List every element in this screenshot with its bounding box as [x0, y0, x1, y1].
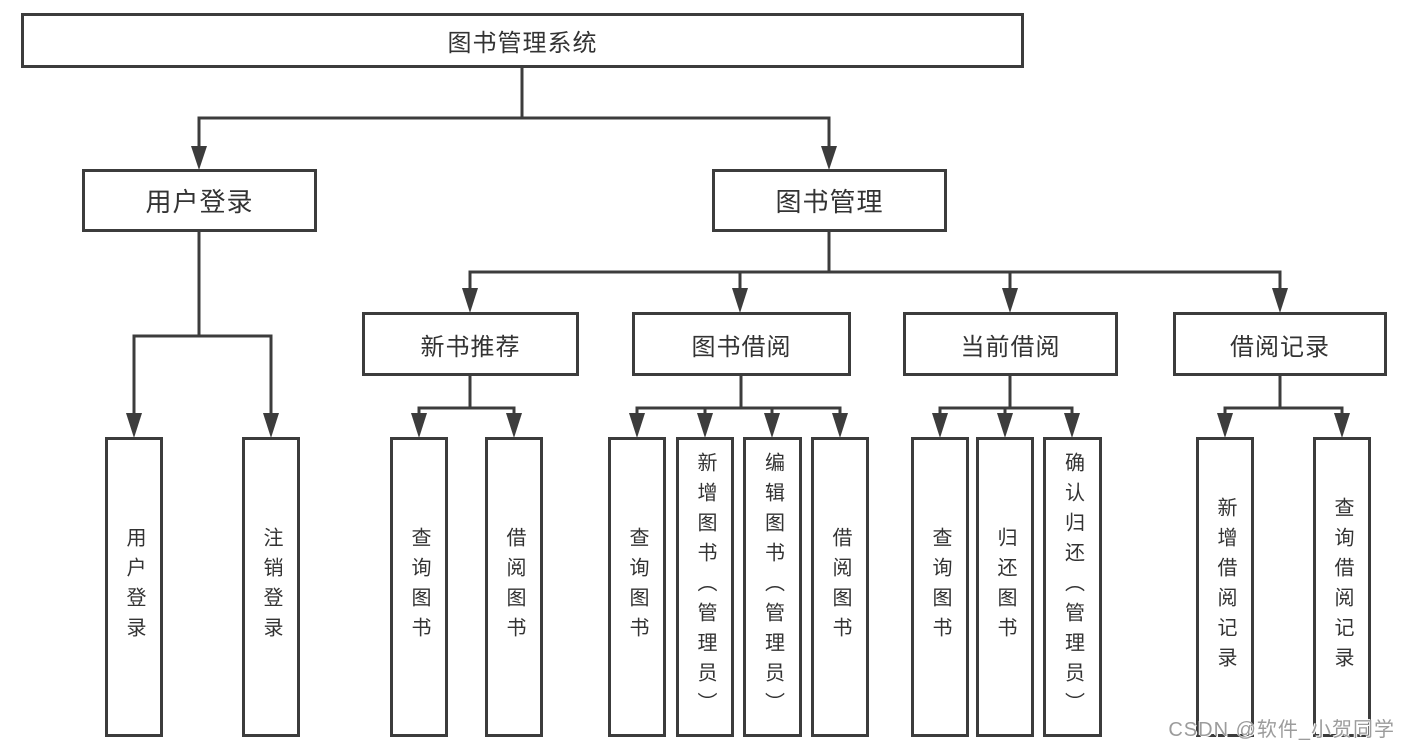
leaf-borrow-books-recommendation: 借阅图书 [485, 437, 543, 737]
arrowhead [506, 413, 522, 438]
arrowhead [629, 413, 645, 438]
node-label: 借阅图书 [829, 527, 851, 647]
node-label: 用户登录 [123, 527, 145, 647]
node-label: 借阅记录 [1230, 333, 1330, 361]
node-borrowing-records: 借阅记录 [1173, 312, 1387, 376]
node-label: 用户登录 [145, 187, 254, 217]
arrowhead [1002, 288, 1018, 313]
node-label: 新书推荐 [420, 333, 521, 361]
leaf-query-books-current: 查询图书 [911, 437, 969, 737]
node-label: 编辑图书（管理员） [761, 452, 784, 722]
node-book-management-system: 图书管理系统 [21, 13, 1024, 68]
leaf-logout: 注销登录 [242, 437, 300, 737]
arrowhead [263, 413, 279, 438]
node-label: 新增借阅记录 [1214, 497, 1236, 677]
leaf-add-borrow-record: 新增借阅记录 [1196, 437, 1254, 737]
arrowhead [1064, 413, 1080, 438]
arrowhead [932, 413, 948, 438]
leaf-borrow-books-borrowing: 借阅图书 [811, 437, 869, 737]
csdn-watermark: CSDN @软件_小贺同学 [1168, 719, 1395, 741]
node-user-login: 用户登录 [82, 169, 317, 232]
arrowhead [191, 146, 207, 170]
node-label: 查询借阅记录 [1331, 497, 1353, 677]
node-current-borrowing: 当前借阅 [903, 312, 1118, 376]
node-label: 新增图书（管理员） [694, 452, 716, 722]
arrowhead [411, 413, 427, 438]
node-book-borrowing: 图书借阅 [632, 312, 851, 376]
leaf-return-books: 归还图书 [976, 437, 1034, 737]
arrowhead [697, 413, 713, 438]
arrowhead [764, 413, 780, 438]
node-label: 当前借阅 [960, 333, 1061, 361]
node-new-book-recommendation: 新书推荐 [362, 312, 579, 376]
leaf-edit-books-admin: 编辑图书（管理员） [743, 437, 802, 737]
node-label: 图书管理 [775, 187, 884, 217]
leaf-query-books-borrowing: 查询图书 [608, 437, 666, 737]
arrowhead [997, 413, 1013, 438]
arrowhead [832, 413, 848, 438]
arrowhead [126, 413, 142, 438]
arrowhead [732, 288, 748, 313]
leaf-query-books-recommendation: 查询图书 [390, 437, 448, 737]
node-label: 查询图书 [929, 527, 951, 647]
node-label: 确认归还（管理员） [1061, 452, 1084, 722]
node-book-management: 图书管理 [712, 169, 947, 232]
node-label: 查询图书 [408, 527, 430, 647]
node-label: 借阅图书 [503, 527, 525, 647]
leaf-user-login: 用户登录 [105, 437, 163, 737]
leaf-query-borrow-record: 查询借阅记录 [1313, 437, 1371, 737]
node-label: 注销登录 [260, 527, 282, 647]
leaf-add-books-admin: 新增图书（管理员） [676, 437, 734, 737]
leaf-confirm-return-admin: 确认归还（管理员） [1043, 437, 1102, 737]
arrowhead [462, 288, 478, 313]
arrowhead [1272, 288, 1288, 313]
node-label: 归还图书 [994, 527, 1016, 647]
node-label: 图书管理系统 [447, 30, 598, 57]
arrowhead [1217, 413, 1233, 438]
arrowhead [1334, 413, 1350, 438]
arrowhead [821, 146, 837, 170]
node-label: 查询图书 [626, 527, 648, 647]
node-label: 图书借阅 [691, 333, 792, 361]
